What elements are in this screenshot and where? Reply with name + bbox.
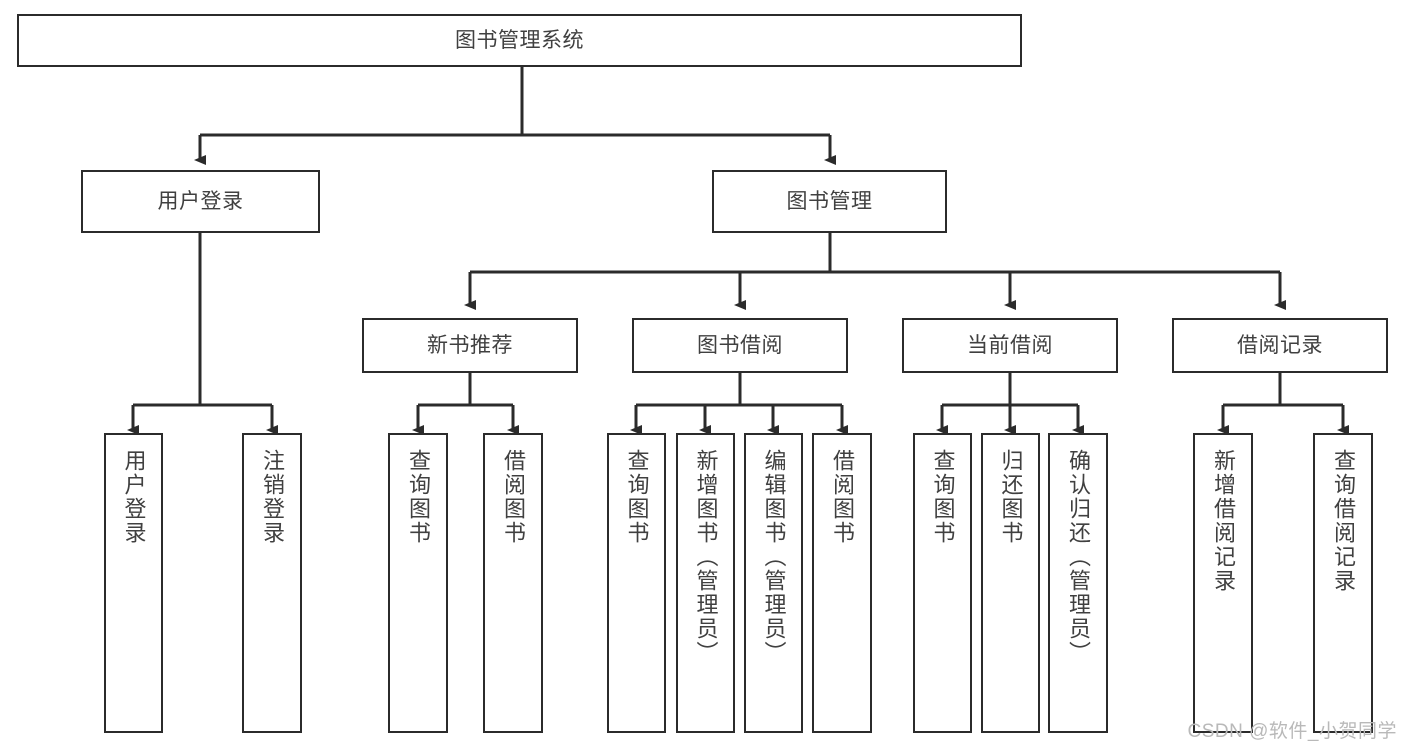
node-leaf-borrow-book-1[interactable]: 借阅图书: [483, 433, 543, 733]
node-borrow-record[interactable]: 借阅记录: [1172, 318, 1388, 373]
node-leaf-add-book[interactable]: 新增图书（管理员）: [676, 433, 735, 733]
node-current-borrow[interactable]: 当前借阅: [902, 318, 1118, 373]
node-root[interactable]: 图书管理系统: [17, 14, 1022, 67]
node-leaf-user-login[interactable]: 用户登录: [104, 433, 163, 733]
node-leaf-logout[interactable]: 注销登录: [242, 433, 302, 733]
node-leaf-borrow-book-2[interactable]: 借阅图书: [812, 433, 872, 733]
node-leaf-query-book-2[interactable]: 查询图书: [607, 433, 666, 733]
node-leaf-add-record-label: 新增借阅记录: [1211, 449, 1236, 593]
node-borrow-record-label: 借阅记录: [1237, 333, 1323, 357]
node-leaf-query-book-1-label: 查询图书: [406, 449, 431, 545]
node-leaf-user-login-label: 用户登录: [121, 449, 147, 545]
node-leaf-return-book-label: 归还图书: [998, 449, 1024, 545]
node-leaf-add-book-label: 新增图书（管理员）: [693, 449, 719, 665]
node-book-borrow[interactable]: 图书借阅: [632, 318, 848, 373]
node-book-borrow-label: 图书借阅: [697, 333, 783, 357]
node-current-borrow-label: 当前借阅: [967, 333, 1053, 357]
node-root-label: 图书管理系统: [455, 28, 584, 52]
node-leaf-query-book-2-label: 查询图书: [624, 449, 650, 545]
node-leaf-confirm-return-label: 确认归还（管理员）: [1066, 449, 1091, 665]
node-leaf-query-book-1[interactable]: 查询图书: [388, 433, 448, 733]
node-leaf-query-book-3-label: 查询图书: [930, 449, 956, 545]
node-leaf-query-book-3[interactable]: 查询图书: [913, 433, 972, 733]
node-book-manage[interactable]: 图书管理: [712, 170, 947, 233]
node-new-book-rec-label: 新书推荐: [427, 333, 513, 357]
node-leaf-logout-label: 注销登录: [260, 449, 285, 545]
node-user-login-label: 用户登录: [157, 189, 244, 213]
node-user-login[interactable]: 用户登录: [81, 170, 320, 233]
node-leaf-return-book[interactable]: 归还图书: [981, 433, 1040, 733]
node-leaf-query-record[interactable]: 查询借阅记录: [1313, 433, 1373, 733]
node-leaf-borrow-book-2-label: 借阅图书: [830, 449, 855, 545]
node-leaf-edit-book-label: 编辑图书（管理员）: [761, 449, 787, 665]
node-new-book-rec[interactable]: 新书推荐: [362, 318, 578, 373]
node-book-manage-label: 图书管理: [786, 189, 873, 213]
node-leaf-confirm-return[interactable]: 确认归还（管理员）: [1048, 433, 1108, 733]
watermark: CSDN @软件_小贺同学: [1187, 721, 1397, 742]
node-leaf-query-record-label: 查询借阅记录: [1331, 449, 1356, 593]
node-leaf-add-record[interactable]: 新增借阅记录: [1193, 433, 1253, 733]
node-leaf-borrow-book-1-label: 借阅图书: [501, 449, 526, 545]
node-leaf-edit-book[interactable]: 编辑图书（管理员）: [744, 433, 803, 733]
